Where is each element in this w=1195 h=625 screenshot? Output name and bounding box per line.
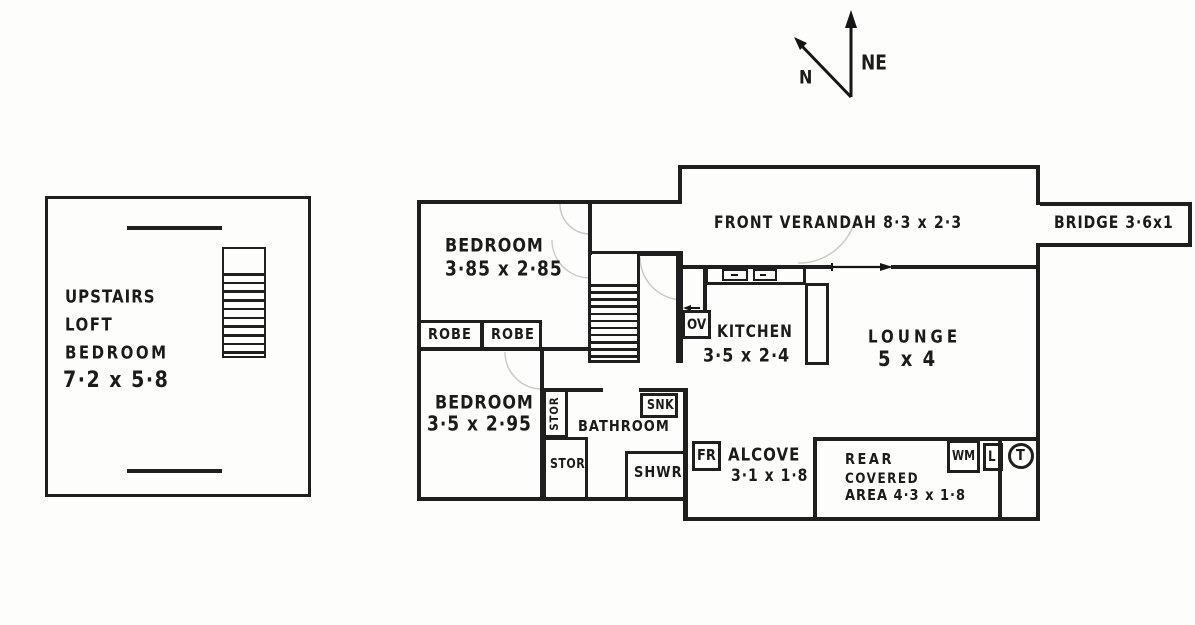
snk-label: SNK	[647, 397, 675, 413]
wall-top	[417, 200, 682, 204]
robe2-label: ROBE	[491, 326, 535, 344]
wall-bottom-right	[687, 517, 1040, 521]
bedroom1-dims: 3·85 x 2·85	[445, 258, 563, 282]
shwr-box	[625, 451, 686, 501]
wall-verandah-right-lower	[1036, 243, 1040, 269]
kitchen-dims: 3·5 x 2·4	[703, 344, 791, 367]
kitchen-counter	[705, 265, 806, 285]
loft-label-1: UPSTAIRS	[65, 286, 156, 308]
stor-vertical-box: STOR	[543, 388, 568, 438]
bridge-label: BRIDGE 3·6x1	[1054, 214, 1174, 233]
loft-label-2: LOFT	[65, 314, 114, 336]
stor-label: STOR	[550, 456, 586, 472]
ov-box	[682, 310, 711, 339]
wall-rear-right	[1036, 441, 1040, 521]
wall-kitchen-lounge	[805, 283, 829, 365]
rear-label-1: REAR	[845, 451, 894, 469]
shwr-label: SHWR	[634, 464, 683, 482]
snk-box	[640, 393, 678, 418]
wall-stair-right	[640, 251, 680, 256]
wall-bedroom2-right	[540, 350, 544, 501]
wall-lounge-right	[1036, 267, 1040, 439]
ov-label: OV	[687, 316, 707, 333]
loft-label-3: BEDROOM	[65, 342, 169, 364]
wall-bath-top-left	[543, 388, 603, 392]
lounge-dims: 5 x 4	[878, 347, 938, 372]
verandah-label: FRONT VERANDAH 8·3 x 2·3	[714, 214, 963, 233]
kitchen-sink-2	[753, 269, 777, 281]
stor-vertical-label: STOR	[549, 395, 562, 431]
loft-window-bottom	[127, 469, 222, 473]
loft-outline	[45, 196, 311, 497]
wall-bridge-right	[1188, 202, 1192, 247]
kitchen-sink-1	[722, 269, 748, 281]
bathroom-label: BATHROOM	[578, 418, 670, 436]
wall-rear-left	[813, 437, 817, 521]
laundry-box	[983, 443, 1003, 471]
robe1-label: ROBE	[428, 326, 472, 344]
loft-dims: 7·2 x 5·8	[63, 367, 170, 393]
alcove-label: ALCOVE	[728, 444, 801, 466]
loft-stairs	[222, 247, 266, 358]
compass-n-label: N	[799, 66, 813, 89]
wall-counter-left	[703, 265, 707, 313]
toilet-circle	[1008, 443, 1034, 469]
rear-label-2: COVERED	[845, 470, 920, 487]
wall-hall-kitchen	[676, 251, 683, 363]
wall-bedroom1-stub	[588, 200, 592, 255]
wall-bath-top-right	[639, 388, 687, 392]
alcove-dims: 3·1 x 1·8	[731, 467, 809, 486]
wall-rear-top	[813, 437, 1040, 441]
robe2-box	[481, 320, 542, 350]
wall-house-top-b	[891, 265, 1038, 269]
lounge-label: LOUNGE	[868, 326, 962, 348]
fr-label: FR	[697, 447, 716, 465]
loft-window-top	[127, 226, 222, 230]
toilet-label: T	[1016, 447, 1025, 465]
main-stairs	[588, 251, 640, 363]
bedroom2-dims: 3·5 x 2·95	[427, 413, 532, 437]
kitchen-label: KITCHEN	[717, 323, 793, 342]
rear-label-3: AREA 4·3 x 1·8	[845, 487, 967, 505]
bedroom1-label: BEDROOM	[445, 234, 544, 257]
fr-box	[692, 441, 721, 471]
wall-verandah-top	[678, 165, 1040, 169]
wm-box	[947, 440, 980, 473]
laundry-label: L	[988, 448, 996, 465]
wall-bridge-bottom	[1040, 243, 1190, 247]
wall-verandah-left	[678, 165, 682, 203]
bedroom2-label: BEDROOM	[435, 391, 534, 414]
stor-box	[543, 437, 588, 501]
wm-label: WM	[952, 448, 976, 464]
wall-verandah-right-upper	[1036, 165, 1040, 205]
compass-ne-label: NE	[861, 52, 887, 76]
wall-bridge-top	[1040, 202, 1190, 206]
wall-rear-divider	[998, 441, 1002, 519]
